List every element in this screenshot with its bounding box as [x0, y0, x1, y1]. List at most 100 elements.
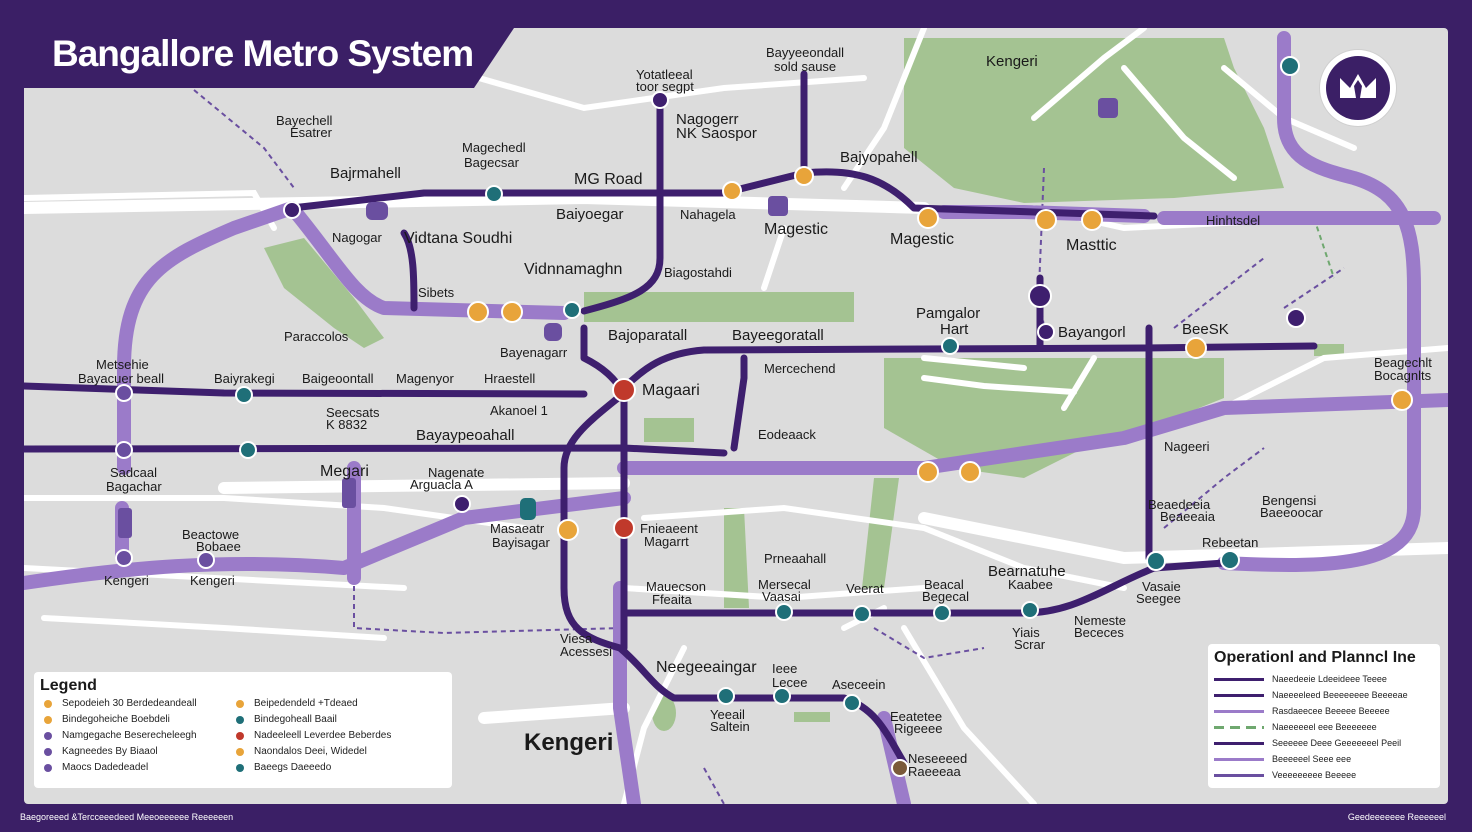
- station-label-bayenagarr[interactable]: Bayenagarr: [500, 345, 568, 360]
- station-label-vasaie-sub[interactable]: Seegee: [1136, 591, 1181, 606]
- station-label-nemeste-sub[interactable]: Bececes: [1074, 625, 1124, 640]
- interchange-marker-icon[interactable]: [544, 323, 562, 341]
- station-label-neseeeed[interactable]: Neseeeed: [908, 751, 968, 766]
- station-label-magenyor[interactable]: Magenyor: [396, 371, 454, 386]
- station-label-bayeegoratall[interactable]: Bayeegoratall: [732, 327, 824, 344]
- station-label-prneaahall[interactable]: Prneaahall: [764, 551, 827, 566]
- station-label-kengeri-l2[interactable]: Kengeri: [190, 573, 235, 588]
- station-marker-icon[interactable]: [775, 603, 793, 621]
- station-marker-icon[interactable]: [115, 549, 133, 567]
- station-label-yeeail-sub[interactable]: Saltein: [710, 719, 750, 734]
- station-label-mercechend[interactable]: Mercechend: [764, 361, 836, 376]
- station-label-mg-road[interactable]: MG Road: [574, 171, 643, 188]
- station-label-masaeatr-sub[interactable]: Bayisagar: [492, 535, 550, 550]
- station-label-magechedl[interactable]: Magechedl: [462, 140, 526, 155]
- station-label-bayechell[interactable]: Bayechell: [276, 113, 333, 128]
- station-label-bengensi[interactable]: Bengensi: [1262, 493, 1317, 508]
- station-marker-icon[interactable]: [917, 461, 939, 483]
- interchange-marker-icon[interactable]: [366, 202, 388, 220]
- hospital-marker-icon[interactable]: [613, 517, 635, 539]
- station-label-beesik[interactable]: BeeSK: [1182, 321, 1229, 338]
- station-label-beagechlt[interactable]: Beagechlt: [1374, 355, 1432, 370]
- station-label-ieee[interactable]: Ieee: [772, 661, 798, 676]
- station-label-rebeetan[interactable]: Rebeetan: [1202, 535, 1259, 550]
- station-marker-icon[interactable]: [467, 301, 489, 323]
- station-label-beaedeeia[interactable]: Beaedeeia: [1148, 497, 1211, 512]
- station-marker-icon[interactable]: [717, 687, 735, 705]
- station-marker-icon[interactable]: [794, 166, 814, 186]
- station-label-pamgalor-sub[interactable]: Hart: [940, 321, 969, 338]
- station-label-magestic-top[interactable]: Magestic: [764, 221, 829, 238]
- station-label-mersecal[interactable]: Mersecal: [758, 577, 811, 592]
- station-label-nagenate-sub[interactable]: Arguacla A: [410, 477, 473, 492]
- station-label-masttic[interactable]: Masttic: [1066, 237, 1117, 254]
- station-marker-icon[interactable]: [1220, 550, 1240, 570]
- station-marker-icon[interactable]: [941, 337, 959, 355]
- station-label-sadcaal-sub[interactable]: Bagachar: [106, 479, 162, 494]
- station-marker-icon[interactable]: [917, 207, 939, 229]
- station-marker-icon[interactable]: [722, 181, 742, 201]
- station-label-bajrmahell[interactable]: Bajrmahell: [330, 165, 401, 182]
- station-label-bayangorl[interactable]: Bayangorl: [1058, 324, 1126, 341]
- station-label-nageeri[interactable]: Nageeri: [1164, 439, 1210, 454]
- station-marker-icon[interactable]: [651, 91, 669, 109]
- station-label-bayaypeoahall[interactable]: Bayaypeoahall: [416, 427, 515, 444]
- station-label-bearnatuhe-sub[interactable]: Kaabee: [1008, 577, 1053, 592]
- station-marker-icon[interactable]: [115, 384, 133, 402]
- station-marker-icon[interactable]: [1185, 337, 1207, 359]
- station-label-vasaie[interactable]: Vasaie: [1142, 579, 1181, 594]
- station-label-eeatetee[interactable]: Eeatetee: [890, 709, 943, 724]
- station-label-nagenate[interactable]: Nagenate: [428, 465, 485, 480]
- station-label-viesa[interactable]: Viesa: [560, 631, 593, 646]
- station-label-paraccolos[interactable]: Paraccolos: [284, 329, 349, 344]
- station-label-nagogar[interactable]: Nagogar: [332, 230, 382, 245]
- station-label-nagogerr[interactable]: Nagogerr: [676, 111, 739, 128]
- station-label-eodeaack[interactable]: Eodeaack: [758, 427, 816, 442]
- station-label-beacal[interactable]: Beacal: [924, 577, 964, 592]
- station-label-bajyopahell-top[interactable]: Bajyopahell: [840, 149, 918, 166]
- station-marker-icon[interactable]: [853, 605, 871, 623]
- station-label-beactowe-sub[interactable]: Bobaee: [196, 539, 241, 554]
- station-label-sibets[interactable]: Sibets: [418, 285, 455, 300]
- station-marker-icon[interactable]: [283, 201, 301, 219]
- station-label-neegeeaingar[interactable]: Neegeeaingar: [656, 659, 757, 676]
- station-label-beaedeeia-sub[interactable]: Beaeeaia: [1160, 509, 1215, 524]
- station-label-hinhtsdel[interactable]: Hinhtsdel: [1206, 213, 1261, 228]
- station-marker-icon[interactable]: [453, 495, 471, 513]
- station-label-kengeri-top[interactable]: Kengeri: [986, 53, 1038, 70]
- station-label-ieee-sub[interactable]: Lecee: [772, 675, 808, 690]
- stations[interactable]: [115, 56, 1413, 777]
- station-label-nahagela[interactable]: Nahagela: [680, 207, 736, 222]
- station-label-yotatleeal[interactable]: Yotatleeal: [636, 67, 693, 82]
- station-label-magaari[interactable]: Magaari: [642, 382, 700, 399]
- station-label-biagostahdi[interactable]: Biagostahdi: [664, 265, 732, 280]
- station-marker-icon[interactable]: [933, 604, 951, 622]
- station-label-vidnnamaghn[interactable]: Vidnnamaghn: [524, 261, 623, 278]
- station-label-bajoparatall[interactable]: Bajoparatall: [608, 327, 688, 344]
- interchange-marker-icon[interactable]: [768, 196, 788, 216]
- interchange-marker-icon[interactable]: [118, 508, 132, 538]
- station-marker-icon[interactable]: [115, 441, 133, 459]
- station-label-seecsats[interactable]: Seecsats: [326, 405, 380, 420]
- station-label-masaeatr[interactable]: Masaeatr: [490, 521, 545, 536]
- station-label-metsehie[interactable]: Metsehie: [96, 357, 149, 372]
- station-label-beactowe[interactable]: Beactowe: [182, 527, 240, 542]
- station-label-bayeeondall[interactable]: Bayyeeondall: [766, 45, 845, 60]
- station-label-seecsats-sub[interactable]: K 8832: [326, 417, 368, 432]
- station-label-kengeri-big[interactable]: Kengeri: [524, 729, 614, 756]
- station-label-aseceein[interactable]: Aseceein: [832, 677, 886, 692]
- station-label-pamgalor[interactable]: Pamgalor: [916, 305, 981, 322]
- station-marker-icon[interactable]: [1035, 209, 1057, 231]
- station-marker-icon[interactable]: [563, 301, 581, 319]
- station-label-veerat[interactable]: Veerat: [846, 581, 884, 596]
- station-label-yeeail[interactable]: Yeeail: [710, 707, 745, 722]
- hospital-marker-icon[interactable]: [612, 378, 636, 402]
- station-label-viesa-sub[interactable]: Acessesi: [560, 644, 613, 659]
- station-label-bengensi-sub[interactable]: Baeeoocar: [1260, 505, 1323, 520]
- station-marker-icon[interactable]: [235, 386, 253, 404]
- station-label-nk-saospor[interactable]: NK Saospor: [676, 125, 757, 142]
- station-marker-icon[interactable]: [1391, 389, 1413, 411]
- station-label-beagechlt-sub[interactable]: Bocagnlts: [1374, 368, 1432, 383]
- station-label-vidtana-soudhi[interactable]: Vidtana Soudhi: [404, 230, 513, 247]
- station-marker-icon[interactable]: [1028, 284, 1052, 308]
